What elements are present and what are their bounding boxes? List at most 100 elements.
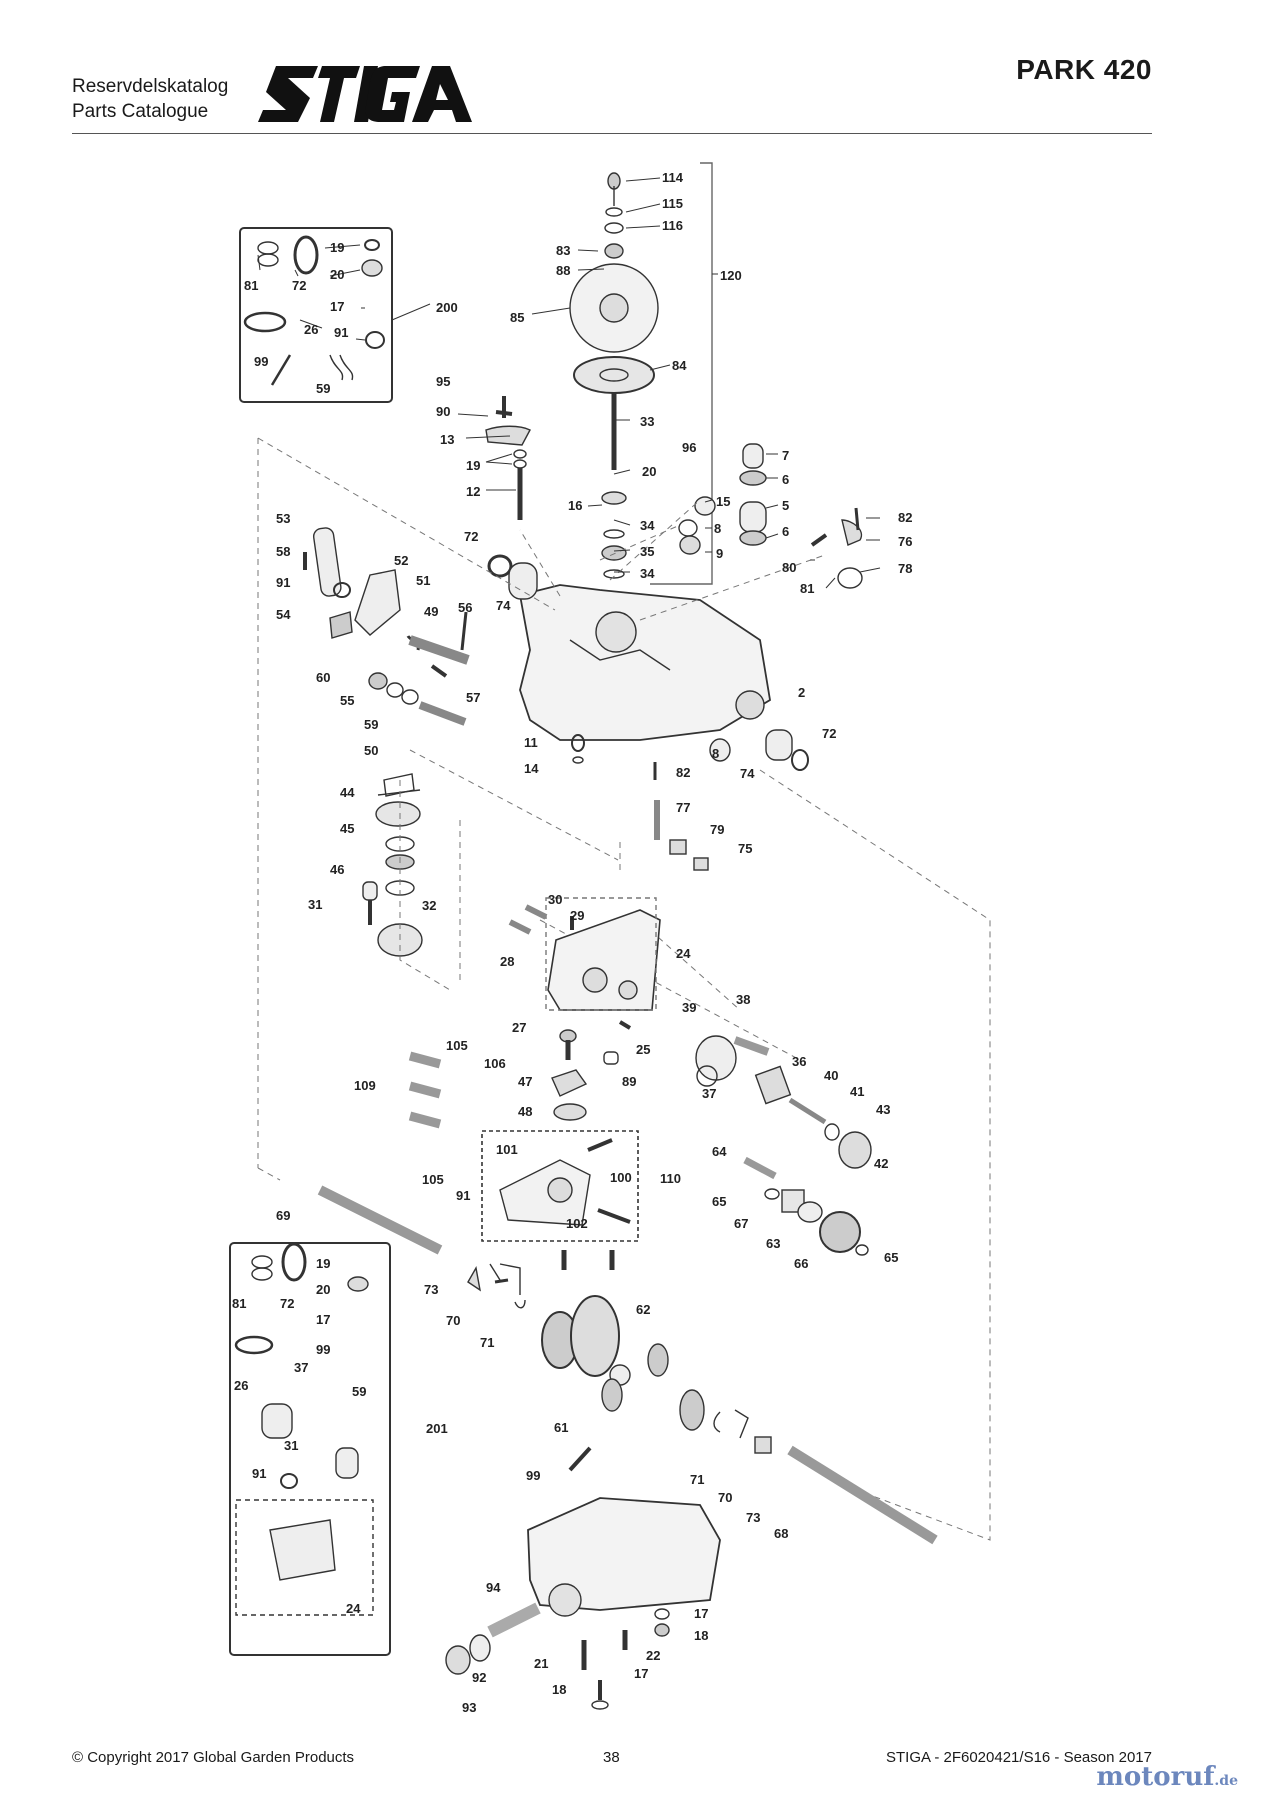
part-label: 114 <box>662 170 684 185</box>
part-label: 34 <box>640 566 655 581</box>
part-label: 52 <box>394 553 408 568</box>
part-label: 65 <box>884 1250 898 1265</box>
part-label: 53 <box>276 511 290 526</box>
part-label: 67 <box>734 1216 748 1231</box>
part-label: 73 <box>424 1282 438 1297</box>
part-label: 81 <box>800 581 814 596</box>
part-label: 38 <box>736 992 750 1007</box>
part-label: 200 <box>436 300 458 315</box>
part-label: 65 <box>712 1194 726 1209</box>
part-label: 15 <box>716 494 730 509</box>
part-label: 64 <box>712 1144 727 1159</box>
part-label: 88 <box>556 263 570 278</box>
kit-box-200 <box>239 227 393 403</box>
part-label: 73 <box>746 1510 760 1525</box>
part-label: 72 <box>292 278 306 293</box>
part-label: 71 <box>480 1335 494 1350</box>
part-label: 45 <box>340 821 354 836</box>
part-label: 60 <box>316 670 330 685</box>
watermark-text: motoruf <box>1096 1762 1215 1792</box>
watermark-logo: motoruf.de <box>1096 1762 1238 1792</box>
part-label: 115 <box>662 196 683 211</box>
part-label: 16 <box>568 498 582 513</box>
model-name: PARK 420 <box>1016 54 1152 85</box>
part-label: 37 <box>702 1086 716 1101</box>
part-label: 25 <box>636 1042 650 1057</box>
part-label: 57 <box>466 690 480 705</box>
part-label: 37 <box>294 1360 308 1375</box>
part-label: 66 <box>794 1256 808 1271</box>
part-label: 35 <box>640 544 654 559</box>
part-label: 24 <box>346 1601 361 1616</box>
part-label: 2 <box>798 685 805 700</box>
part-label: 82 <box>676 765 690 780</box>
part-label: 7 <box>782 448 789 463</box>
part-label: 55 <box>340 693 354 708</box>
part-label: 31 <box>284 1438 298 1453</box>
part-label: 33 <box>640 414 654 429</box>
part-label: 32 <box>422 898 436 913</box>
part-label: 74 <box>496 598 511 613</box>
part-label: 24 <box>676 946 691 961</box>
part-label: 201 <box>426 1421 448 1436</box>
part-label: 47 <box>518 1074 532 1089</box>
part-label: 19 <box>316 1256 330 1271</box>
part-label: 91 <box>334 325 348 340</box>
part-label: 8 <box>712 746 719 761</box>
kit-box-201 <box>229 1242 391 1656</box>
footer-doc-ref: STIGA - 2F6020421/S16 - Season 2017 <box>885 1749 1152 1766</box>
part-label: 26 <box>304 322 318 337</box>
watermark-suffix: .de <box>1214 1773 1238 1789</box>
part-label: 99 <box>254 354 268 369</box>
part-label: 12 <box>466 484 480 499</box>
part-label: 20 <box>316 1282 330 1297</box>
part-label: 70 <box>718 1490 732 1505</box>
part-label: 68 <box>774 1526 788 1541</box>
part-label: 99 <box>526 1468 540 1483</box>
part-label: 61 <box>554 1420 568 1435</box>
catalog-title: Reservdelskatalog Parts Catalogue <box>72 74 228 124</box>
part-label: 116 <box>662 218 683 233</box>
part-label: 72 <box>464 529 478 544</box>
part-label: 58 <box>276 544 290 559</box>
part-label: 110 <box>660 1171 681 1186</box>
part-label: 19 <box>466 458 480 473</box>
part-label: 94 <box>486 1580 501 1595</box>
part-label: 77 <box>676 800 690 815</box>
part-label: 92 <box>472 1670 486 1685</box>
part-label: 22 <box>646 1648 660 1663</box>
part-label: 81 <box>232 1296 246 1311</box>
part-label: 51 <box>416 573 430 588</box>
part-label: 13 <box>440 432 454 447</box>
part-label: 74 <box>740 766 755 781</box>
part-label: 29 <box>570 908 584 923</box>
part-label: 72 <box>280 1296 294 1311</box>
part-label: 59 <box>364 717 378 732</box>
part-label: 76 <box>898 534 912 549</box>
part-label: 101 <box>496 1142 518 1157</box>
part-label: 17 <box>694 1606 708 1621</box>
part-label: 14 <box>524 761 539 776</box>
part-label: 56 <box>458 600 472 615</box>
part-label: 31 <box>308 897 322 912</box>
part-label: 59 <box>352 1384 366 1399</box>
part-label: 19 <box>330 240 344 255</box>
part-label: 105 <box>446 1038 468 1053</box>
part-label: 89 <box>622 1074 636 1089</box>
part-label: 21 <box>534 1656 548 1671</box>
part-label: 84 <box>672 358 687 373</box>
part-label: 44 <box>340 785 355 800</box>
header-divider <box>72 133 1152 134</box>
part-label: 20 <box>642 464 656 479</box>
part-label: 5 <box>782 498 789 513</box>
part-label: 27 <box>512 1020 526 1035</box>
part-label: 34 <box>640 518 655 533</box>
part-label: 50 <box>364 743 378 758</box>
part-label: 46 <box>330 862 344 877</box>
part-label: 17 <box>634 1666 648 1681</box>
part-label: 54 <box>276 607 291 622</box>
part-label: 49 <box>424 604 438 619</box>
part-label: 93 <box>462 1700 476 1715</box>
part-label: 78 <box>898 561 912 576</box>
